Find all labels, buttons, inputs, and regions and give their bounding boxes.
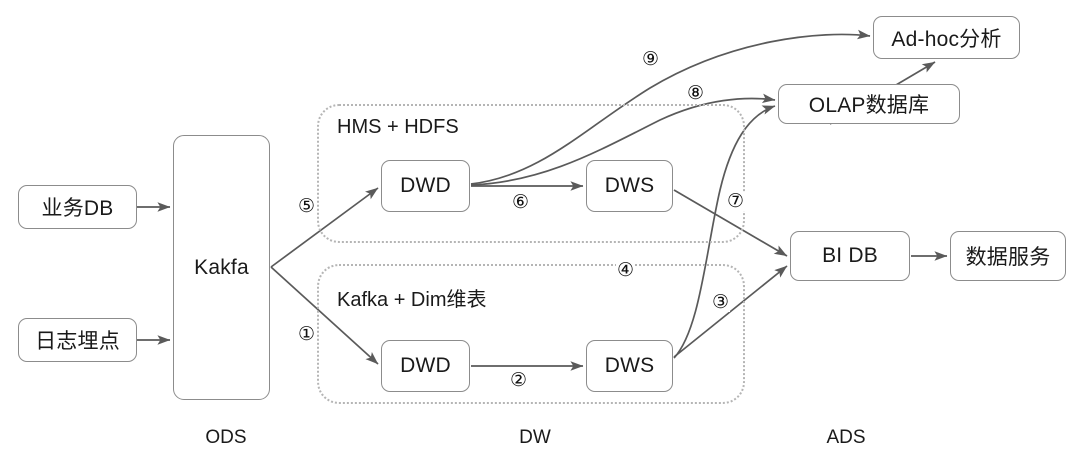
stage-label-ods: ODS xyxy=(205,427,247,448)
node-dwd-stream[interactable]: DWD xyxy=(381,340,470,392)
edge-kakfa-to-dwd-stream xyxy=(270,266,379,365)
edge-number-7: ⑦ xyxy=(726,191,746,212)
group-batch-layer xyxy=(317,104,745,243)
edge-number-8: ⑧ xyxy=(686,83,706,104)
edge-number-2: ② xyxy=(509,370,529,391)
node-dws-batch[interactable]: DWS xyxy=(586,160,673,212)
node-olap-database[interactable]: OLAP数据库 xyxy=(778,84,960,124)
edge-number-3: ③ xyxy=(711,292,731,313)
node-dws-stream[interactable]: DWS xyxy=(586,340,673,392)
node-data-service[interactable]: 数据服务 xyxy=(950,231,1066,281)
edge-number-6: ⑥ xyxy=(511,192,531,213)
node-ad-hoc-analysis[interactable]: Ad-hoc分析 xyxy=(873,16,1020,59)
edge-number-4: ④ xyxy=(616,260,636,281)
edge-dwd-batch-to-olap-db xyxy=(470,93,776,186)
node-biz-db[interactable]: 业务DB xyxy=(18,185,137,229)
group-label-stream-layer: Kafka + Dim维表 xyxy=(337,289,487,311)
edge-dws-stream-to-olap-db xyxy=(673,105,776,359)
stage-label-ads: ADS xyxy=(826,427,866,448)
edge-number-9: ⑨ xyxy=(641,49,661,70)
node-bi-db[interactable]: BI DB xyxy=(790,231,910,281)
node-dwd-batch[interactable]: DWD xyxy=(381,160,470,212)
edge-dws-stream-to-bi-db xyxy=(673,265,788,358)
edge-number-1: ① xyxy=(297,324,317,345)
edge-number-5: ⑤ xyxy=(297,196,317,217)
node-kakfa[interactable]: Kakfa xyxy=(173,135,270,400)
group-stream-layer xyxy=(317,264,745,404)
group-label-batch-layer: HMS + HDFS xyxy=(337,116,459,138)
node-log-tracking[interactable]: 日志埋点 xyxy=(18,318,137,362)
edge-dwd-batch-to-ad-hoc xyxy=(470,29,871,185)
stage-label-dw: DW xyxy=(519,427,551,448)
